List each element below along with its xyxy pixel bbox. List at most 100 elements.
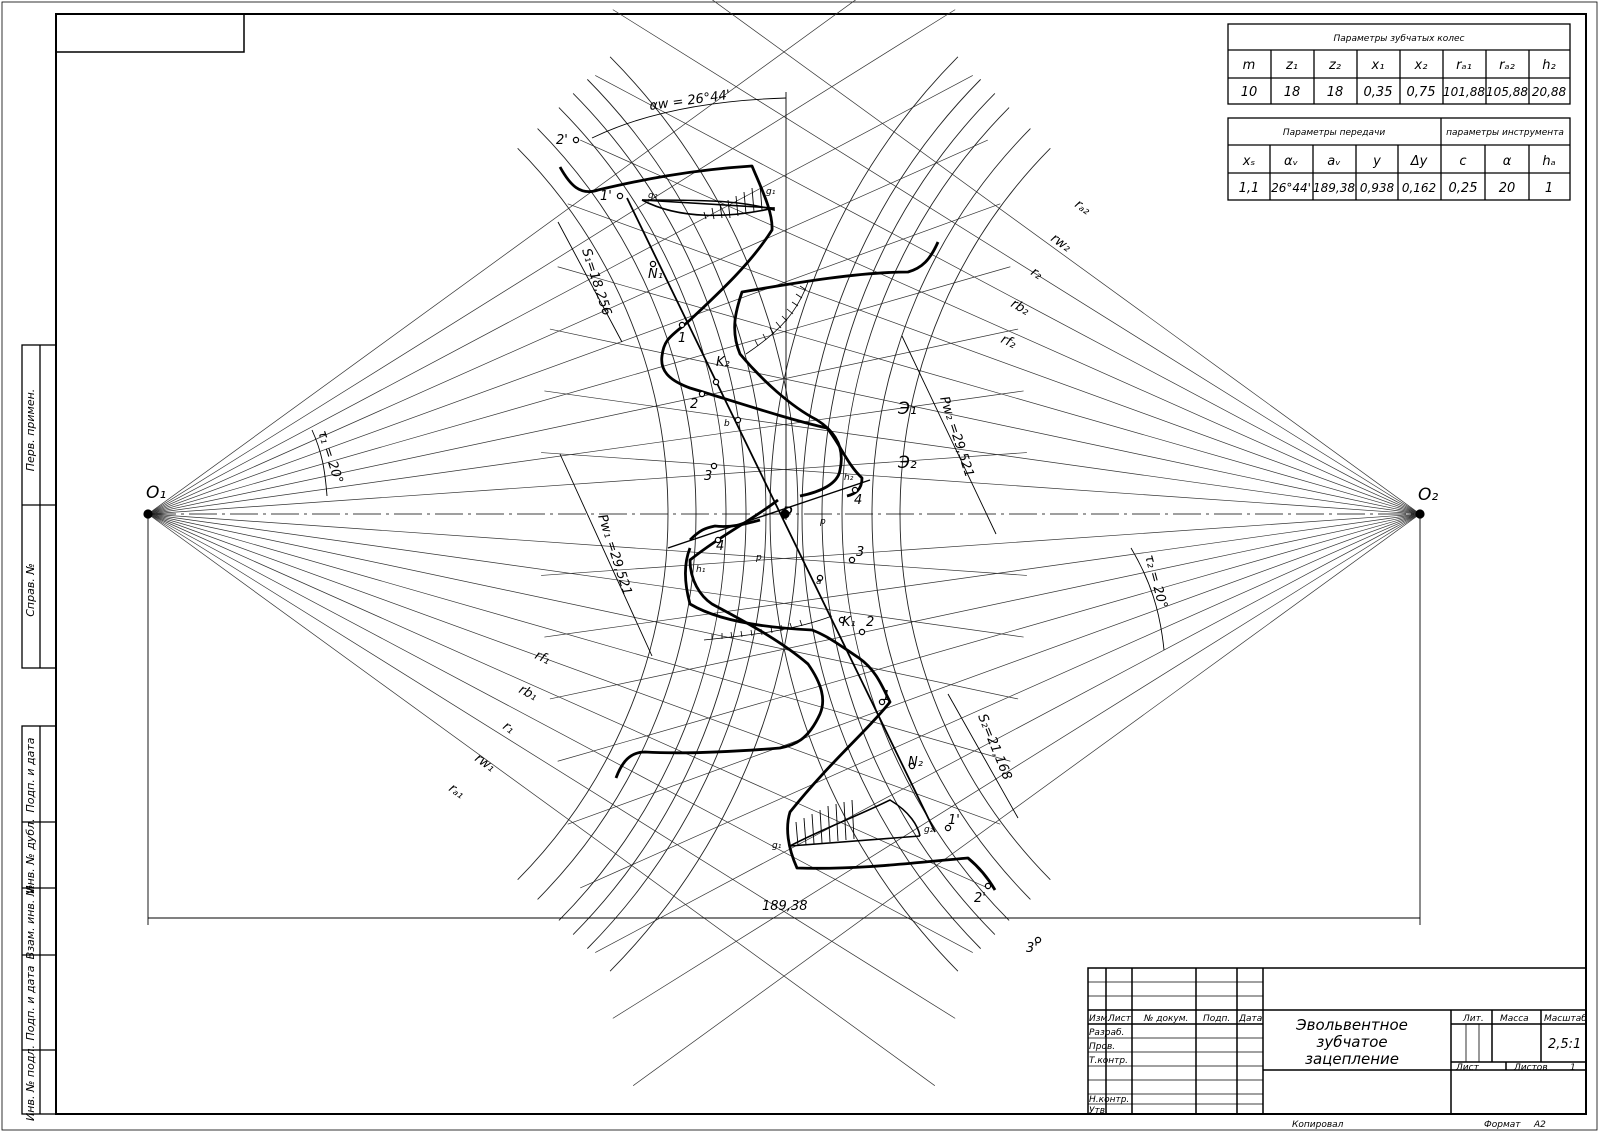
fan-line-o1: [147, 9, 956, 515]
point-marker: [698, 390, 706, 398]
gear-header-ra1: rₐ₁: [1456, 58, 1472, 73]
fan-line-o1: [147, 266, 1011, 515]
fan-line-o1: [147, 513, 973, 953]
col-label-date: Дата: [1238, 1014, 1262, 1024]
point-marker: [649, 260, 657, 268]
fan-line-o1: [147, 203, 1001, 515]
copied-label: Копировал: [1292, 1120, 1344, 1130]
transmission-values: 1,1 26°44' 189,38 0,938 0,162 0,25 20 1: [1239, 181, 1553, 196]
label-k2: K₂: [716, 355, 730, 370]
label-rb1: rb₁: [516, 682, 540, 704]
fan-line-o2: [612, 513, 1421, 1019]
label-o2: O₂: [1418, 485, 1438, 505]
fan-line-o2: [541, 452, 1421, 515]
side-label-sign-date-1: Подп. и дата: [24, 737, 37, 812]
label-h1: h₁: [696, 565, 706, 575]
trans-header-c: c: [1459, 154, 1466, 169]
fan-line-o1: [147, 75, 973, 515]
label-rw2: rw₂: [1048, 231, 1074, 255]
side-label-orig-inv-no: Инв. № подл.: [24, 1045, 37, 1121]
gear-header-z1: z₁: [1285, 58, 1298, 73]
point-marker: [143, 509, 153, 519]
col-label-sign: Подп.: [1203, 1014, 1230, 1024]
fan-line-o2: [612, 9, 1421, 515]
fan-line-o1: [147, 513, 1011, 762]
gear-header-hz: h₂: [1542, 58, 1555, 73]
label-pt-2p-top: 2': [556, 133, 568, 148]
gear-value-x1: 0,35: [1364, 85, 1393, 100]
lit-label: Лит.: [1462, 1014, 1484, 1024]
mass-label: Масса: [1500, 1014, 1529, 1024]
label-pt-2-lower: 2: [866, 615, 874, 630]
scale-label: Масштаб: [1544, 1014, 1587, 1024]
label-r2: r₂: [1028, 265, 1045, 283]
gear-value-m: 10: [1241, 85, 1258, 100]
tick-scale-lower: [703, 615, 833, 641]
row-label-tech-control: Т.контр.: [1089, 1056, 1128, 1066]
label-pt-a: a: [816, 577, 822, 587]
trans-header-y: y: [1372, 154, 1381, 169]
trans-header-alpha-w: αᵥ: [1284, 154, 1298, 169]
col-label-doc-no: № докум.: [1143, 1014, 1188, 1024]
gear-header-x2: x₂: [1414, 58, 1428, 73]
transmission-headers: xₛ αᵥ aᵥ y Δy c α hₐ: [1242, 154, 1556, 169]
label-o1: O₁: [146, 483, 166, 503]
trans-value-y: 0,938: [1360, 181, 1395, 195]
fan-line-o1: [147, 328, 1019, 515]
label-h2: h₂: [844, 473, 854, 483]
label-s2: S₂=21,168: [974, 712, 1014, 782]
format-label: Формат: [1484, 1120, 1521, 1130]
side-label-dup-inv-no: Инв. № дубл.: [24, 818, 37, 893]
label-pt-3-lower: 3: [856, 545, 864, 560]
trans-header-ha: hₐ: [1542, 154, 1555, 169]
transmission-params-table: [1227, 117, 1571, 201]
hatch-zone-bottom: [789, 799, 921, 847]
trans-header-alpha: α: [1503, 154, 1512, 169]
row-label-checked: Пров.: [1089, 1042, 1115, 1052]
label-rb2: rb₂: [1008, 296, 1032, 318]
label-pt-3-upper: 3: [704, 469, 712, 484]
trans-header-xs: xₛ: [1242, 154, 1256, 169]
transmission-title-right: параметры инструмента: [1446, 128, 1564, 138]
label-n1: N₁: [648, 267, 663, 282]
label-pw2: Pw₂ =29,521: [936, 395, 976, 480]
fan-line-o2: [544, 390, 1421, 515]
fan-line-o2: [580, 513, 1421, 889]
fan-line-o2: [580, 139, 1421, 515]
fan-line-o2: [567, 513, 1421, 825]
label-g2-bottom: g₂: [924, 825, 934, 835]
label-pw1: Pw₁ =29,521: [594, 513, 634, 598]
trans-value-dy: 0,162: [1402, 181, 1436, 195]
point-marker: [878, 698, 886, 706]
scale-value: 2,5:1: [1548, 1037, 1581, 1052]
fan-line-o2: [549, 328, 1421, 515]
label-tau2: τ₂ = 20°: [1141, 553, 1170, 610]
hatch-zone-top: [641, 183, 775, 220]
fan-line-o1: [147, 513, 1019, 700]
point-marker: [1034, 936, 1042, 944]
label-g1-bottom: g₁: [772, 841, 782, 851]
label-alpha-w: αw = 26°44': [648, 88, 731, 114]
point-marker: [734, 416, 742, 424]
tick-scale-upper: [745, 281, 809, 355]
gear-header-z2: z₂: [1328, 58, 1341, 73]
fan-line-o2: [595, 75, 1421, 515]
label-pt-1-upper: 1: [678, 331, 686, 346]
point-marker: [572, 136, 580, 144]
side-label-first-use: Перв. примен.: [24, 389, 37, 472]
top-left-stamp-box: [55, 13, 245, 53]
label-n2: N₂: [908, 755, 923, 770]
construction-lines: [147, 0, 1421, 1086]
label-pt-2-upper: 2: [690, 397, 698, 412]
trans-header-dy: Δy: [1410, 154, 1428, 169]
gear-value-z2: 18: [1327, 85, 1344, 100]
fan-line-o2: [557, 266, 1421, 515]
drawing-name: Эвольвентное зубчатое зацепление: [1295, 1016, 1408, 1068]
label-pt-4-upper: 4: [854, 493, 862, 508]
point-marker: [908, 762, 916, 770]
fan-line-o2: [541, 513, 1421, 576]
fan-line-o2: [549, 513, 1421, 700]
label-g2-top: g₂: [648, 191, 658, 201]
drawing-name-line-2: зубчатое: [1316, 1033, 1387, 1051]
